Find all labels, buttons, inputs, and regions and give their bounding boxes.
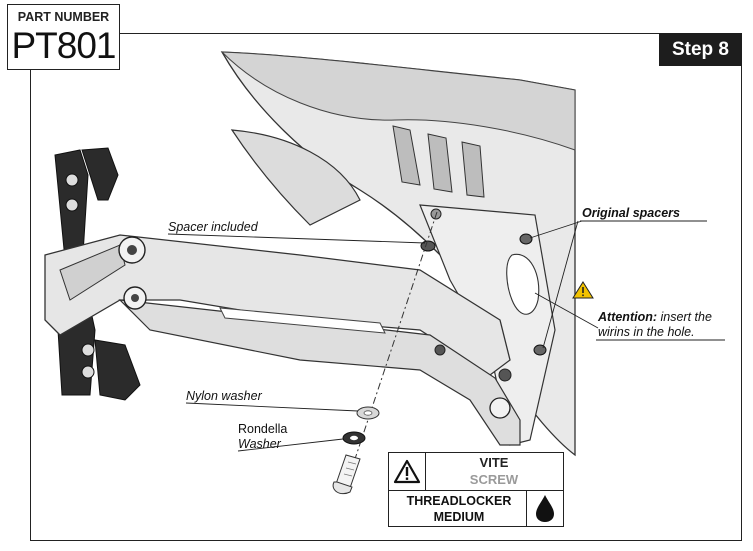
legend-screw-row: VITE SCREW bbox=[389, 453, 563, 491]
included-spacer bbox=[420, 240, 436, 252]
vent-slot-1 bbox=[392, 125, 421, 186]
step-badge: Step 8 bbox=[659, 33, 742, 66]
part-number-box: PART NUMBER PT801 bbox=[7, 4, 120, 70]
legend-drop-cell bbox=[526, 490, 563, 526]
fender-wing bbox=[230, 129, 361, 226]
arm-left-cross bbox=[59, 244, 126, 301]
legend-icon-cell bbox=[389, 453, 426, 490]
vent-slot-2 bbox=[427, 133, 453, 193]
attention-line2: wirins in the hole. bbox=[598, 325, 695, 339]
leader-nylon-washer bbox=[185, 402, 359, 412]
left-bracket-black-3 bbox=[94, 339, 141, 401]
fender-top-shading bbox=[220, 51, 576, 151]
legend-screw: SCREW bbox=[469, 472, 519, 487]
wiring-hole bbox=[506, 253, 540, 315]
screw-legend: VITE SCREW THREADLOCKER MEDIUM bbox=[388, 452, 564, 527]
spacer-included-label: Spacer included bbox=[168, 220, 258, 234]
legend-threadlocker: THREADLOCKER MEDIUM bbox=[389, 493, 529, 525]
leader-attention bbox=[534, 292, 599, 329]
threadlocker-drop-icon bbox=[536, 495, 554, 522]
vent-slot-3 bbox=[461, 141, 485, 198]
rondella-label: Rondella bbox=[238, 422, 288, 436]
part-number-value: PT801 bbox=[11, 25, 116, 66]
part-number-label: PART NUMBER bbox=[17, 10, 110, 24]
washer-label: Washer bbox=[238, 437, 281, 451]
original-spacer-1 bbox=[519, 233, 533, 245]
attention-note: Attention: insert the bbox=[598, 310, 712, 324]
legend-vite: VITE bbox=[479, 455, 509, 470]
warning-triangle-icon bbox=[393, 459, 421, 484]
legend-medium-line: MEDIUM bbox=[433, 510, 485, 524]
original-spacer-2 bbox=[533, 344, 547, 356]
leader-washer bbox=[237, 438, 344, 452]
arm-bolt-4 bbox=[498, 368, 512, 382]
arm-bolt-3 bbox=[489, 397, 511, 419]
attention-line1: insert the bbox=[657, 310, 712, 324]
nylon-washer-label: Nylon washer bbox=[186, 389, 262, 403]
caution-triangle-icon bbox=[572, 281, 594, 299]
leader-original-spacers-1 bbox=[529, 220, 583, 239]
diagram-frame bbox=[30, 33, 742, 541]
attention-prefix: Attention: bbox=[598, 310, 658, 324]
arm-slot bbox=[219, 307, 386, 334]
leader-original-spacers-2 bbox=[542, 220, 579, 349]
original-spacers-label: Original spacers bbox=[582, 206, 680, 220]
leader-spacer-included bbox=[167, 233, 426, 244]
support-arm-lower bbox=[118, 299, 521, 446]
arm-bolt-5 bbox=[434, 344, 446, 356]
left-bracket-black-2 bbox=[81, 147, 119, 201]
legend-threadlocker-line: THREADLOCKER bbox=[406, 494, 512, 508]
